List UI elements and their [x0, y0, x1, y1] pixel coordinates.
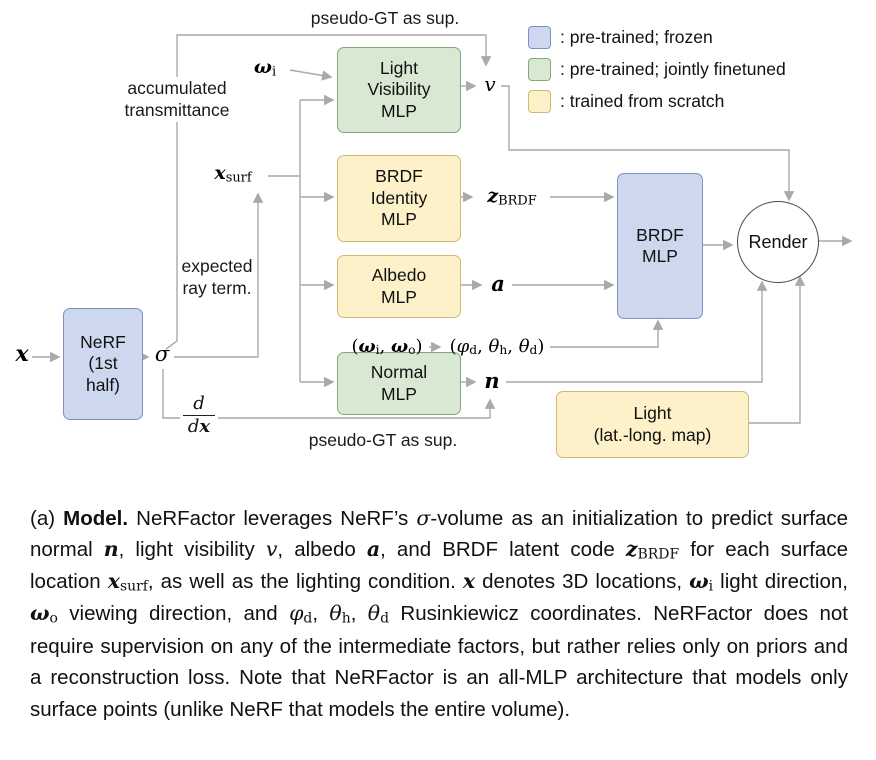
x-surf-symbol: xsurf	[214, 162, 252, 186]
pseudo-gt-top-label: pseudo-GT as sup.	[310, 8, 460, 28]
omega-i-symbol: ωi	[253, 56, 277, 80]
accumulated-transmittance-label: accumulated transmittance	[93, 77, 261, 122]
z-brdf-symbol: zBRDF	[487, 185, 537, 209]
albedo-mlp-box: Albedo MLP	[337, 255, 461, 318]
light-visibility-mlp-box: Light Visibility MLP	[337, 47, 461, 133]
render-node: Render	[737, 201, 819, 283]
light-map-box: Light (lat.-long. map)	[556, 391, 749, 458]
legend-item-scratch: : trained from scratch	[528, 90, 724, 113]
frozen-color-swatch	[528, 26, 551, 49]
legend-label: : pre-trained; frozen	[560, 27, 713, 47]
scratch-color-swatch	[528, 90, 551, 113]
fraction-bar	[183, 415, 215, 416]
brdf-mlp-box: BRDF MLP	[617, 173, 703, 319]
legend-item-finetuned: : pre-trained; jointly finetuned	[528, 58, 786, 81]
sigma-symbol: σ	[154, 342, 170, 366]
diagram-arrows	[32, 34, 853, 424]
legend-label: : pre-trained; jointly finetuned	[560, 59, 786, 79]
finetuned-color-swatch	[528, 58, 551, 81]
expected-ray-term-label: expected ray term.	[181, 256, 253, 299]
legend-label: : trained from scratch	[560, 91, 725, 111]
derivative-numerator: d	[193, 393, 205, 414]
legend-item-frozen: : pre-trained; frozen	[528, 26, 713, 49]
brdf-identity-mlp-box: BRDF Identity MLP	[337, 155, 461, 242]
rusinkiewicz-coords-symbol: (φd, θh, θd)	[449, 336, 545, 358]
normal-output-symbol: n	[484, 368, 500, 393]
model-diagram: pseudo-GT as sup. accumulated transmitta…	[15, 8, 853, 458]
normal-mlp-box: Normal MLP	[337, 352, 461, 415]
density-derivative-symbol: d dx	[180, 394, 218, 437]
derivative-denominator: dx	[187, 416, 211, 437]
nerf-box: NeRF (1st half)	[63, 308, 143, 420]
v-output-symbol: v	[484, 72, 496, 96]
albedo-output-symbol: a	[491, 271, 505, 296]
pseudo-gt-bottom-label: pseudo-GT as sup.	[308, 430, 458, 450]
x-input-symbol: x	[15, 341, 29, 367]
omega-pair-symbol: (ωi, ωo)	[351, 336, 423, 358]
figure-caption: (a) Model. NeRFactor leverages NeRF’s σ-…	[30, 505, 848, 722]
